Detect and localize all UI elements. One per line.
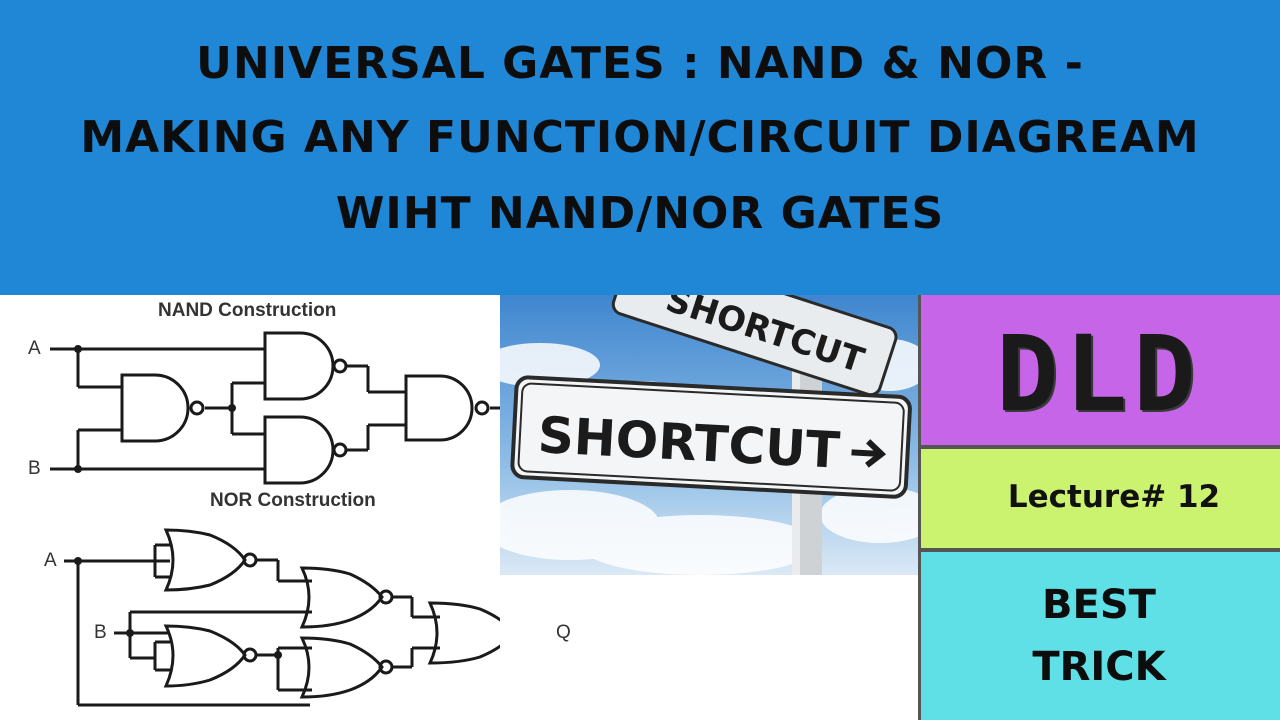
panel-divider [918, 295, 921, 720]
subject-title: DLD [996, 313, 1202, 435]
best-text: BEST [1042, 582, 1156, 628]
nor-construction-title: NOR Construction [210, 490, 376, 511]
nand-construction-title: NAND Construction [158, 300, 337, 321]
shortcut-sign-photo: SHORTCUT SHORTCUT [500, 295, 918, 575]
nor-output-q-label: Q [556, 622, 571, 643]
gate-diagrams [50, 331, 500, 707]
nor-input-b-label: B [94, 622, 107, 643]
subject-panel: DLD [918, 295, 1280, 449]
nand-input-a-label: A [28, 338, 41, 359]
right-arrow-icon [851, 439, 887, 468]
title-line-1: UNIVERSAL GATES : NAND & NOR - [196, 38, 1084, 89]
nor-input-a-label: A [44, 550, 57, 571]
nand-input-b-label: B [28, 458, 41, 479]
title-line-3: WIHT NAND/NOR GATES [335, 188, 945, 239]
lecture-panel: Lecture# 12 [918, 449, 1280, 552]
trick-text: TRICK [1032, 644, 1166, 690]
best-trick-panel: BEST TRICK [918, 552, 1280, 720]
title-line-2: MAKING ANY FUNCTION/CIRCUIT DIAGREAM [80, 112, 1200, 163]
title-banner: UNIVERSAL GATES : NAND & NOR - MAKING AN… [0, 0, 1280, 295]
lecture-number: Lecture# 12 [1007, 479, 1221, 515]
